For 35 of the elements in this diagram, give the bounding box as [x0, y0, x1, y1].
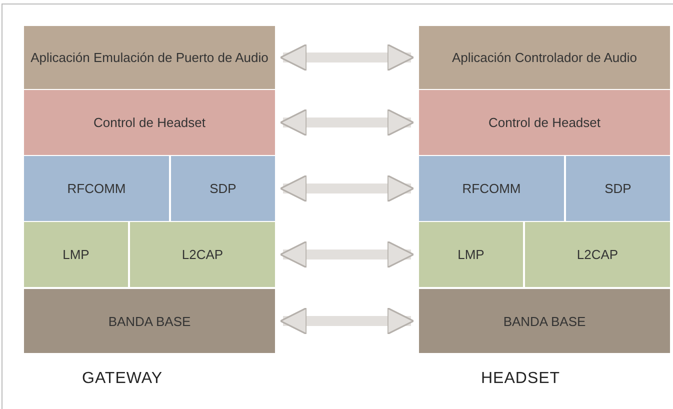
layer-box — [130, 222, 275, 287]
layer-label: L2CAP — [576, 247, 620, 262]
layer-label: RFCOMM — [461, 181, 522, 196]
layer-label: SDP — [604, 181, 632, 196]
layer-label: Control de Headset — [487, 115, 602, 130]
layer-box — [419, 156, 564, 221]
layer-box — [171, 156, 275, 221]
double-arrow — [280, 240, 414, 268]
layer-box — [419, 90, 670, 155]
layer-label: BANDA BASE — [107, 314, 192, 328]
layer-label: LMP — [62, 247, 90, 262]
layer-box — [525, 222, 670, 287]
layer-box — [419, 222, 523, 287]
double-arrow — [280, 307, 414, 335]
layer-box — [24, 156, 169, 221]
double-arrow — [280, 174, 414, 202]
layer-label: Control de Headset — [92, 115, 206, 130]
layer-label: Aplicación Controlador de Audio — [450, 50, 638, 65]
layer-box — [24, 289, 275, 353]
stack-title: GATEWAY — [82, 370, 163, 388]
layer-label: Aplicación Emulación de Puerto de Audio — [30, 50, 270, 65]
layer-label: SDP — [208, 181, 238, 196]
layer-label: RFCOMM — [66, 181, 127, 196]
layer-box — [24, 26, 275, 89]
layer-box — [419, 289, 670, 353]
layer-label: BANDA BASE — [502, 314, 587, 328]
layer-label: LMP — [456, 247, 486, 262]
double-arrow — [280, 44, 414, 72]
layer-box — [24, 222, 128, 287]
layer-label: L2CAP — [180, 247, 224, 262]
layer-box — [566, 156, 670, 221]
layer-box — [419, 26, 670, 89]
layer-box — [24, 90, 275, 155]
double-arrow — [280, 108, 414, 136]
stack-title: HEADSET — [481, 370, 560, 388]
